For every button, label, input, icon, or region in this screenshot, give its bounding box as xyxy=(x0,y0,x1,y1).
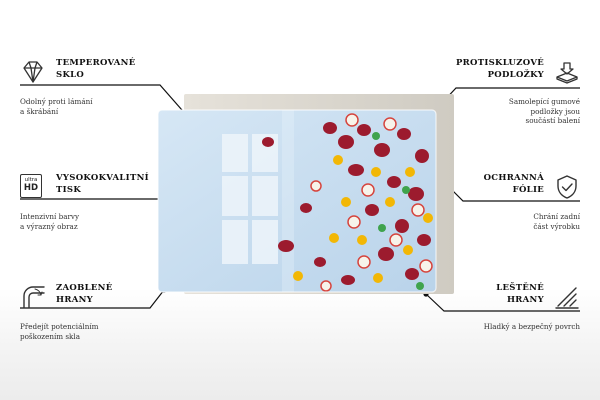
feature-desc-line-2: podložky jsou xyxy=(530,106,580,116)
feature-desc-line-1: Intenzivní barvy xyxy=(20,212,80,221)
feature-desc-line-1: Chrání zadní xyxy=(533,212,580,221)
feature-title-line-1: TEMPEROVANÉ xyxy=(56,58,136,68)
connector-right-3 xyxy=(425,293,580,312)
feature-desc-line-1: Odolný proti lámání xyxy=(20,97,93,106)
ultra-label: ultra xyxy=(24,177,38,183)
feature-title-line-2: FÓLIE xyxy=(512,185,544,195)
hd-label: HD xyxy=(23,183,39,193)
diamond-icon xyxy=(23,61,43,83)
rounded-corner-icon xyxy=(23,286,45,309)
connector-left-3 xyxy=(20,289,165,309)
feature-desc-line-2: a výrazný obraz xyxy=(20,221,78,231)
feature-title-line-2: PODLOŽKY xyxy=(487,70,544,80)
ultra-hd-icon: ultra HD xyxy=(20,174,42,198)
feature-title-line-2: HRANY xyxy=(506,295,544,305)
feature-desc-line-1: Samolepící gumové xyxy=(508,97,580,106)
polished-edge-icon xyxy=(555,287,579,309)
feature-desc-line-2: poškozením skla xyxy=(20,331,80,341)
feature-desc-line-3: součástí balení xyxy=(525,116,580,125)
feature-desc-line-2: část výrobku xyxy=(533,221,580,231)
feature-title-line-1: ZAOBLENÉ xyxy=(56,283,113,293)
feature-desc-line-2: a škrábání xyxy=(20,106,59,116)
shield-check-icon xyxy=(557,175,577,199)
candies xyxy=(262,113,433,292)
feature-title-line-1: LEŠTĚNÉ xyxy=(496,283,544,293)
feature-desc-line-1: Předejít potenciálním xyxy=(20,322,99,331)
feature-title-line-2: SKLO xyxy=(56,70,85,80)
feature-title-line-1: VYSOKOKVALITNÍ xyxy=(56,173,149,183)
feature-title-line-2: TISK xyxy=(56,185,82,195)
feature-title-line-1: PROTISKLUZOVÉ xyxy=(455,58,544,68)
feature-desc-line-1: Hladký a bezpečný povrch xyxy=(483,322,580,331)
feature-title-line-2: HRANY xyxy=(56,295,94,305)
anti-slip-pad-icon xyxy=(556,62,578,84)
product-image xyxy=(157,94,454,294)
feature-title-line-1: OCHRANNÁ xyxy=(483,173,544,183)
